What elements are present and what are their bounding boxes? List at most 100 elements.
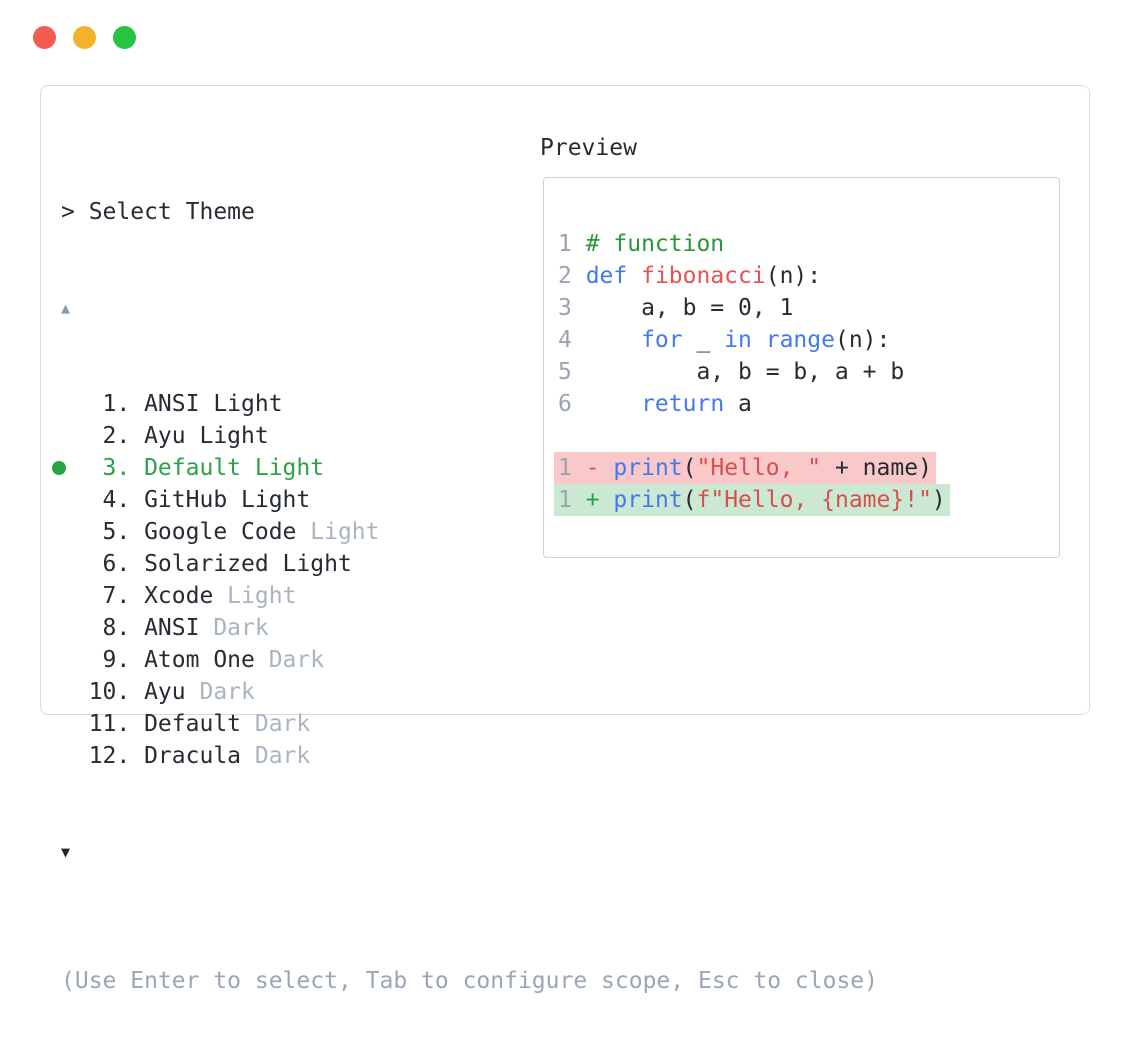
theme-name: Default [144, 711, 242, 737]
theme-name: Solarized Light [144, 551, 352, 577]
code-token: range [765, 327, 835, 353]
theme-option-5[interactable]: 5. Google Code Light [61, 516, 878, 548]
theme-name: ANSI Light [144, 391, 283, 417]
line-number: 6 [558, 391, 572, 417]
theme-option-6[interactable]: 6. Solarized Light [61, 548, 878, 580]
theme-option-7[interactable]: 7. Xcode Light [61, 580, 878, 612]
close-window-icon[interactable] [33, 26, 56, 49]
theme-option-9[interactable]: 9. Atom One Dark [61, 644, 878, 676]
window-controls [33, 26, 136, 49]
theme-name: ANSI [144, 615, 200, 641]
theme-number: 11. [88, 711, 131, 737]
code-line: 5 a, b = b, a + b [544, 356, 1059, 388]
theme-option-12[interactable]: 12.Dracula Dark [61, 740, 878, 772]
theme-option-8[interactable]: 8. ANSI Dark [61, 612, 878, 644]
theme-option-4[interactable]: 4. GitHub Light [61, 484, 878, 516]
theme-number: 8. [102, 615, 131, 641]
code-token: print [613, 487, 683, 513]
line-number: 4 [558, 327, 572, 353]
theme-number: 12. [88, 743, 131, 769]
scroll-up-icon[interactable]: ▲ [61, 299, 71, 317]
theme-variant: Light [296, 519, 380, 545]
code-token: ) [931, 487, 946, 513]
theme-option-10[interactable]: 10. Ayu Dark [61, 676, 878, 708]
theme-number: 4. [102, 487, 131, 513]
code-token [600, 455, 614, 481]
code-token: _ [682, 327, 725, 353]
code-token: for [641, 327, 683, 353]
theme-variant: Dark [185, 679, 255, 705]
theme-name: Default Light [144, 455, 325, 481]
scroll-down-icon[interactable]: ▼ [61, 843, 71, 861]
line-number: 2 [558, 263, 572, 289]
code-token: fibonacci [641, 263, 766, 289]
code-token: (n): [765, 263, 822, 289]
line-number: 1 [558, 487, 572, 513]
code-line: 3 a, b = 0, 1 [544, 292, 1059, 324]
code-token [600, 487, 614, 513]
selected-dot-icon [52, 461, 66, 475]
line-number: 1 [558, 231, 572, 257]
code-token: f"Hello, {name}!" [696, 487, 932, 513]
theme-number: 5. [102, 519, 131, 545]
theme-option-3[interactable]: 3. Default Light [52, 452, 878, 484]
theme-name: Dracula [144, 743, 242, 769]
code-line: 1 # function [544, 228, 1059, 260]
code-token [752, 327, 766, 353]
theme-number: 1. [102, 391, 131, 417]
diff-removed-line: 1- print("Hello, " + name) [554, 452, 936, 484]
code-line: 1- print("Hello, " + name) [544, 452, 1059, 484]
theme-selector-window: > Select Theme ▲ 1. ANSI Light 2. Ayu Light… [40, 85, 1090, 994]
theme-variant: Light [213, 583, 297, 609]
theme-name: Ayu [144, 679, 186, 705]
line-number: 3 [558, 295, 572, 321]
theme-number: 9. [102, 647, 131, 673]
theme-name: GitHub Light [144, 487, 311, 513]
code-token [586, 391, 641, 417]
maximize-window-icon[interactable] [113, 26, 136, 49]
theme-name: Google Code [144, 519, 297, 545]
code-token: in [724, 327, 752, 353]
prompt-title: > Select Theme [61, 199, 255, 225]
theme-number: 7. [102, 583, 131, 609]
code-token: print [613, 455, 683, 481]
code-token [586, 327, 641, 353]
theme-name: Atom One [144, 647, 255, 673]
code-line: 4 for _ in range(n): [544, 324, 1059, 356]
help-text: (Use Enter to select, Tab to configure s… [61, 968, 878, 994]
code-token: return [641, 391, 725, 417]
theme-number: 3. [102, 455, 131, 481]
code-token: + name) [821, 455, 932, 481]
theme-option-2[interactable]: 2. Ayu Light [61, 420, 878, 452]
theme-option-11[interactable]: 11. Default Dark [61, 708, 878, 740]
code-token: - [585, 455, 600, 481]
code-token: ( [682, 455, 697, 481]
theme-name: Ayu Light [144, 423, 269, 449]
code-token: # function [585, 231, 725, 257]
code-token: a, b = b, a + b [585, 359, 905, 385]
minimize-window-icon[interactable] [73, 26, 96, 49]
theme-name: Xcode [144, 583, 214, 609]
code-line: 6 return a [544, 388, 1059, 420]
code-token: a, b = 0, 1 [585, 295, 794, 321]
theme-variant: Dark [199, 615, 269, 641]
code-token [627, 263, 641, 289]
theme-number: 6. [102, 551, 131, 577]
line-number: 5 [558, 359, 572, 385]
theme-number: 2. [102, 423, 131, 449]
code-line [544, 420, 1059, 452]
preview-title: Preview [540, 135, 637, 161]
code-token: (n): [834, 327, 891, 353]
theme-variant: Dark [254, 647, 325, 673]
theme-option-1[interactable]: 1. ANSI Light [61, 388, 878, 420]
code-line: 2 def fibonacci(n): [544, 260, 1059, 292]
theme-number: 10. [88, 679, 131, 705]
code-token: def [585, 263, 628, 289]
code-token: "Hello, " [696, 455, 822, 481]
code-line: 1+ print(f"Hello, {name}!") [544, 484, 1059, 516]
diff-added-line: 1+ print(f"Hello, {name}!") [554, 484, 950, 516]
code-token: ( [682, 487, 697, 513]
theme-variant: Dark [241, 711, 311, 737]
